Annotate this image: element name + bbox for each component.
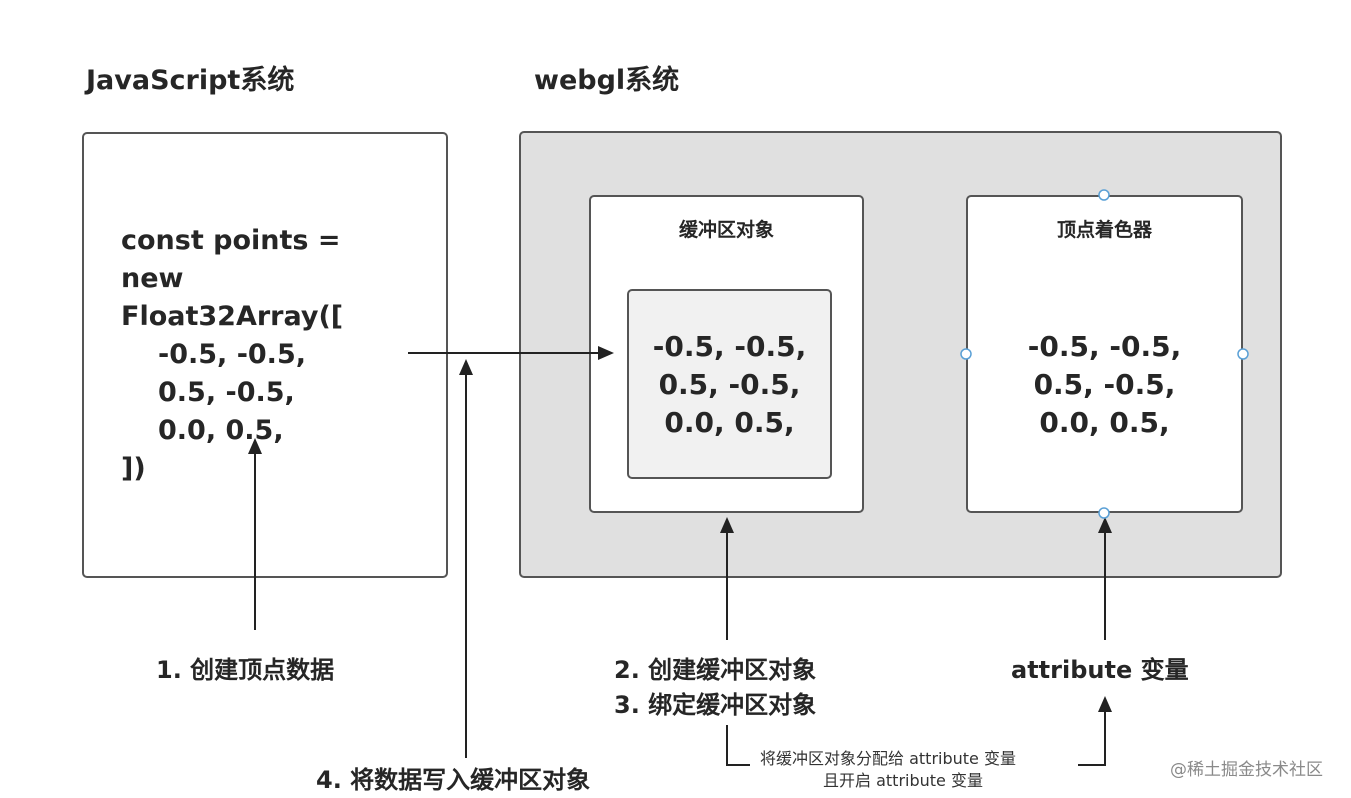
- arrowhead-up: [248, 438, 262, 454]
- code-line: ]): [121, 453, 146, 484]
- selection-handle-top[interactable]: [1098, 189, 1110, 201]
- buffer-value-line: 0.5, -0.5,: [658, 368, 801, 401]
- code-line: Float32Array([: [121, 301, 344, 332]
- buffer-object-title: 缓冲区对象: [678, 219, 774, 241]
- selection-handle-left[interactable]: [960, 348, 972, 360]
- vertex-shader-box: [966, 195, 1243, 513]
- shader-value-line: 0.0, 0.5,: [1039, 406, 1170, 439]
- arrowhead-right: [598, 346, 614, 360]
- js-code-block: const points = new Float32Array([ -0.5, …: [121, 222, 343, 488]
- assign-bracket-right: [1078, 708, 1106, 766]
- assign-note-line1: 将缓冲区对象分配给 attribute 变量: [760, 749, 1016, 768]
- shader-value-line: 0.5, -0.5,: [1033, 368, 1176, 401]
- arrowhead-up: [459, 359, 473, 375]
- buffer-value-line: 0.0, 0.5,: [664, 406, 795, 439]
- step1-label: 1. 创建顶点数据: [156, 656, 335, 684]
- watermark: @稀土掘金技术社区: [1170, 760, 1323, 780]
- javascript-system-box: [82, 132, 448, 578]
- arrowhead-up: [720, 517, 734, 533]
- assign-bracket-left: [726, 725, 750, 766]
- arrowhead-up: [1098, 517, 1112, 533]
- code-line: -0.5, -0.5,: [158, 339, 306, 370]
- step4-label: 4. 将数据写入缓冲区对象: [316, 766, 591, 794]
- code-line: const points =: [121, 225, 341, 256]
- selection-handle-right[interactable]: [1237, 348, 1249, 360]
- shader-value-line: -0.5, -0.5,: [1027, 330, 1182, 363]
- assign-note-line2: 且开启 attribute 变量: [823, 771, 983, 790]
- vertex-shader-values: -0.5, -0.5, 0.5, -0.5, 0.0, 0.5,: [966, 328, 1243, 442]
- selection-handle-bottom[interactable]: [1098, 507, 1110, 519]
- code-line: new: [121, 263, 184, 294]
- step2-label: 2. 创建缓冲区对象: [614, 656, 817, 684]
- attribute-label: attribute 变量: [1011, 656, 1189, 684]
- webgl-system-heading: webgl系统: [534, 65, 680, 96]
- buffer-values: -0.5, -0.5, 0.5, -0.5, 0.0, 0.5,: [627, 328, 832, 442]
- step3-label: 3. 绑定缓冲区对象: [614, 691, 817, 719]
- buffer-data-box: [627, 289, 832, 479]
- arrowhead-up: [1098, 696, 1112, 712]
- buffer-value-line: -0.5, -0.5,: [652, 330, 807, 363]
- vertex-shader-title: 顶点着色器: [1056, 219, 1152, 241]
- code-line: 0.5, -0.5,: [158, 377, 295, 408]
- javascript-system-heading: JavaScript系统: [86, 65, 295, 96]
